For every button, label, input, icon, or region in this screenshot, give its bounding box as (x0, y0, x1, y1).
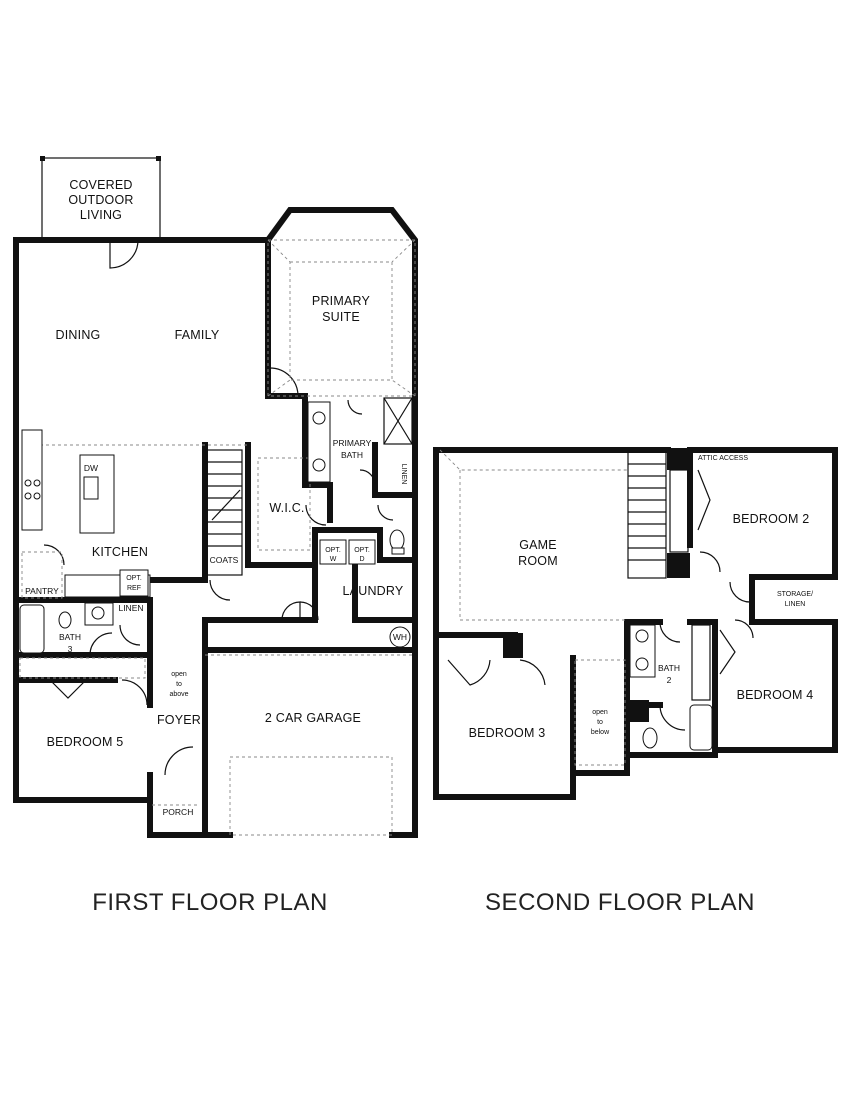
label-opt-ref-1: OPT. (126, 575, 142, 582)
label-primary-bath-2: BATH (341, 450, 363, 460)
label-open-below-1: open (592, 709, 608, 716)
label-porch: PORCH (163, 807, 194, 817)
label-family: FAMILY (175, 328, 220, 342)
label-foyer: FOYER (157, 713, 201, 727)
label-kitchen: KITCHEN (92, 545, 148, 559)
label-opt-d-1: OPT. (354, 547, 370, 554)
label-game-1: GAME (519, 538, 557, 552)
bath3-fixtures (19, 602, 146, 679)
label-game-2: ROOM (518, 554, 558, 568)
chase-block-2 (503, 633, 523, 658)
label-dw: DW (84, 463, 98, 473)
first-floor-title: FIRST FLOOR PLAN (92, 889, 328, 916)
chase-block-3 (627, 700, 649, 722)
label-bath2-1: BATH (658, 663, 680, 673)
second-floor-closets (447, 469, 754, 731)
label-wh: WH (393, 632, 407, 642)
label-linen-bath3: LINEN (118, 603, 143, 613)
label-opt-d-2: D (359, 556, 364, 563)
kitchen-fixtures (21, 429, 151, 599)
primary-bath-fixtures (307, 397, 413, 555)
washer (319, 539, 347, 565)
door-swings (43, 239, 394, 776)
label-storage-1: STORAGE/ (777, 591, 813, 598)
label-attic-access: ATTIC ACCESS (698, 455, 748, 462)
label-opt-w-2: W (330, 556, 337, 563)
label-open-below-3: below (591, 729, 610, 736)
label-covered-outdoor-1: COVERED (69, 178, 132, 192)
label-bath3-1: BATH (59, 632, 81, 642)
label-opt-ref-2: REF (127, 585, 141, 592)
label-coats: COATS (210, 555, 239, 565)
label-primary-suite-1: PRIMARY (312, 294, 371, 308)
ceiling-lines (22, 239, 416, 836)
first-floor-plan: COVERED OUTDOOR LIVING DINING FAMILY PRI… (13, 156, 418, 916)
label-open-below-2: to (597, 719, 603, 726)
label-laundry: LAUNDRY (343, 584, 404, 598)
label-storage-2: LINEN (785, 601, 806, 608)
water-heater (389, 626, 411, 648)
label-bedroom3: BEDROOM 3 (469, 726, 546, 740)
label-bedroom4: BEDROOM 4 (737, 688, 814, 702)
bath2-fixtures (629, 624, 713, 751)
chase-block-1 (667, 553, 690, 578)
label-dining: DINING (56, 328, 101, 342)
label-wic: W.I.C. (269, 501, 304, 515)
attic-block (667, 448, 690, 470)
stair-first-floor (205, 449, 243, 576)
label-bedroom2: BEDROOM 2 (733, 512, 810, 526)
label-primary-bath-1: PRIMARY (333, 438, 372, 448)
label-garage: 2 CAR GARAGE (265, 711, 361, 725)
label-bedroom5: BEDROOM 5 (47, 735, 124, 749)
label-pantry: PANTRY (25, 586, 59, 596)
label-bath2-2: 2 (667, 675, 672, 685)
label-primary-suite-2: SUITE (322, 310, 360, 324)
label-opt-w-1: OPT. (325, 547, 341, 554)
dryer (348, 539, 376, 565)
label-linen-primary: LINEN (400, 464, 407, 485)
label-open-above-2: to (176, 681, 182, 688)
label-open-above-1: open (171, 671, 187, 678)
label-covered-outdoor-2: OUTDOOR (68, 193, 133, 207)
ceiling-lines-second (439, 449, 627, 766)
label-bath3-2: 3 (68, 644, 73, 654)
stair-second-floor (627, 451, 667, 579)
second-floor-plan: ATTIC ACCESS GAME ROOM BEDROOM 2 STORAGE… (433, 447, 838, 916)
label-open-above-3: above (169, 691, 188, 698)
label-covered-outdoor-3: LIVING (80, 208, 122, 222)
second-floor-title: SECOND FLOOR PLAN (485, 889, 755, 916)
